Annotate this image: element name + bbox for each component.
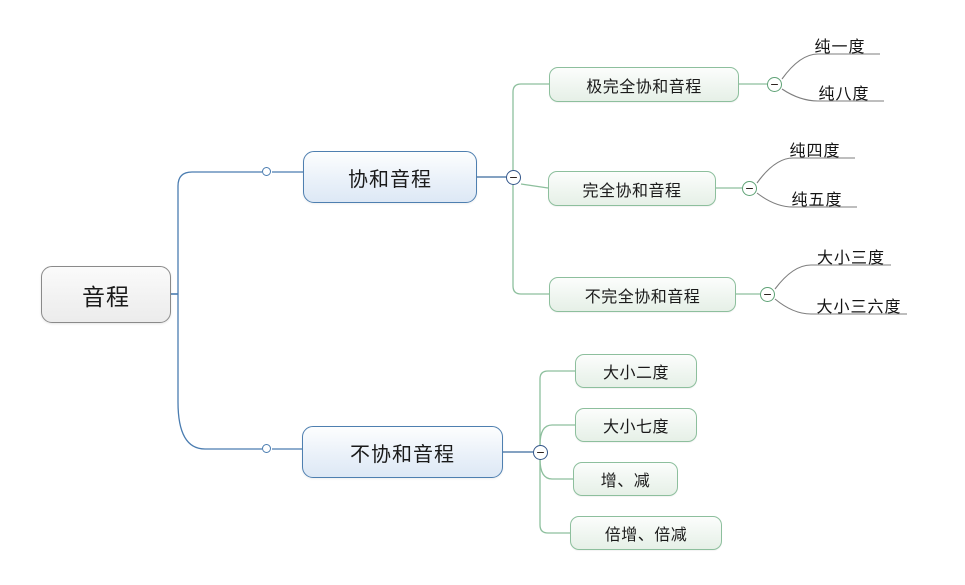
leaf-node-third-label: 大小三度 xyxy=(816,250,885,267)
subbranch-node-perfect-label: 完全协和音程 xyxy=(582,182,682,200)
minus-icon xyxy=(537,451,544,454)
subbranch-node-second[interactable]: 大小二度 xyxy=(575,354,697,388)
collapse-toggle-dissonant[interactable] xyxy=(533,445,548,460)
subbranch-node-seventh-label: 大小七度 xyxy=(602,419,669,436)
collapse-toggle-perfect[interactable] xyxy=(742,181,757,196)
leaf-node-fifth[interactable]: 纯五度 xyxy=(778,186,856,209)
branch-node-consonant-label: 协和音程 xyxy=(348,168,432,191)
collapse-toggle-perfect-extreme[interactable] xyxy=(767,77,782,92)
minus-icon xyxy=(764,293,771,296)
subbranch-node-imperfect-label: 不完全协和音程 xyxy=(584,288,701,306)
branch-node-dissonant-label: 不协和音程 xyxy=(350,443,455,466)
root-node-label: 音程 xyxy=(82,283,130,310)
minus-icon xyxy=(771,83,778,86)
leaf-node-third[interactable]: 大小三度 xyxy=(811,244,891,267)
subbranch-node-perfect[interactable]: 完全协和音程 xyxy=(548,171,716,206)
root-node[interactable]: 音程 xyxy=(41,266,171,323)
branch-node-consonant[interactable]: 协和音程 xyxy=(303,151,477,203)
subbranch-node-double-aug-dim-label: 倍增、倍减 xyxy=(604,527,688,544)
branch-connector-dot-consonant[interactable] xyxy=(262,167,271,176)
subbranch-node-seventh[interactable]: 大小七度 xyxy=(575,408,697,442)
subbranch-node-aug-dim-label: 增、减 xyxy=(600,473,651,490)
subbranch-node-second-label: 大小二度 xyxy=(602,365,669,382)
leaf-node-third-sixth-label: 大小三六度 xyxy=(816,299,902,316)
leaf-node-third-sixth[interactable]: 大小三六度 xyxy=(811,293,907,316)
leaf-node-fourth-label: 纯四度 xyxy=(789,143,841,160)
branch-node-dissonant[interactable]: 不协和音程 xyxy=(302,426,503,478)
subbranch-node-aug-dim[interactable]: 增、减 xyxy=(573,462,678,496)
subbranch-node-double-aug-dim[interactable]: 倍增、倍减 xyxy=(570,516,722,550)
minus-icon xyxy=(510,176,517,179)
collapse-toggle-imperfect[interactable] xyxy=(760,287,775,302)
leaf-node-fifth-label: 纯五度 xyxy=(791,192,843,209)
leaf-node-octave[interactable]: 纯八度 xyxy=(805,80,883,103)
subbranch-node-perfect-extreme-label: 极完全协和音程 xyxy=(586,78,702,96)
leaf-node-octave-label: 纯八度 xyxy=(818,86,870,103)
leaf-node-fourth[interactable]: 纯四度 xyxy=(776,137,854,160)
collapse-toggle-consonant[interactable] xyxy=(506,170,521,185)
subbranch-node-imperfect[interactable]: 不完全协和音程 xyxy=(549,277,736,312)
subbranch-node-perfect-extreme[interactable]: 极完全协和音程 xyxy=(549,67,739,102)
leaf-node-unison[interactable]: 纯一度 xyxy=(801,33,879,56)
minus-icon xyxy=(746,187,753,190)
branch-connector-dot-dissonant[interactable] xyxy=(262,444,271,453)
leaf-node-unison-label: 纯一度 xyxy=(814,39,866,56)
